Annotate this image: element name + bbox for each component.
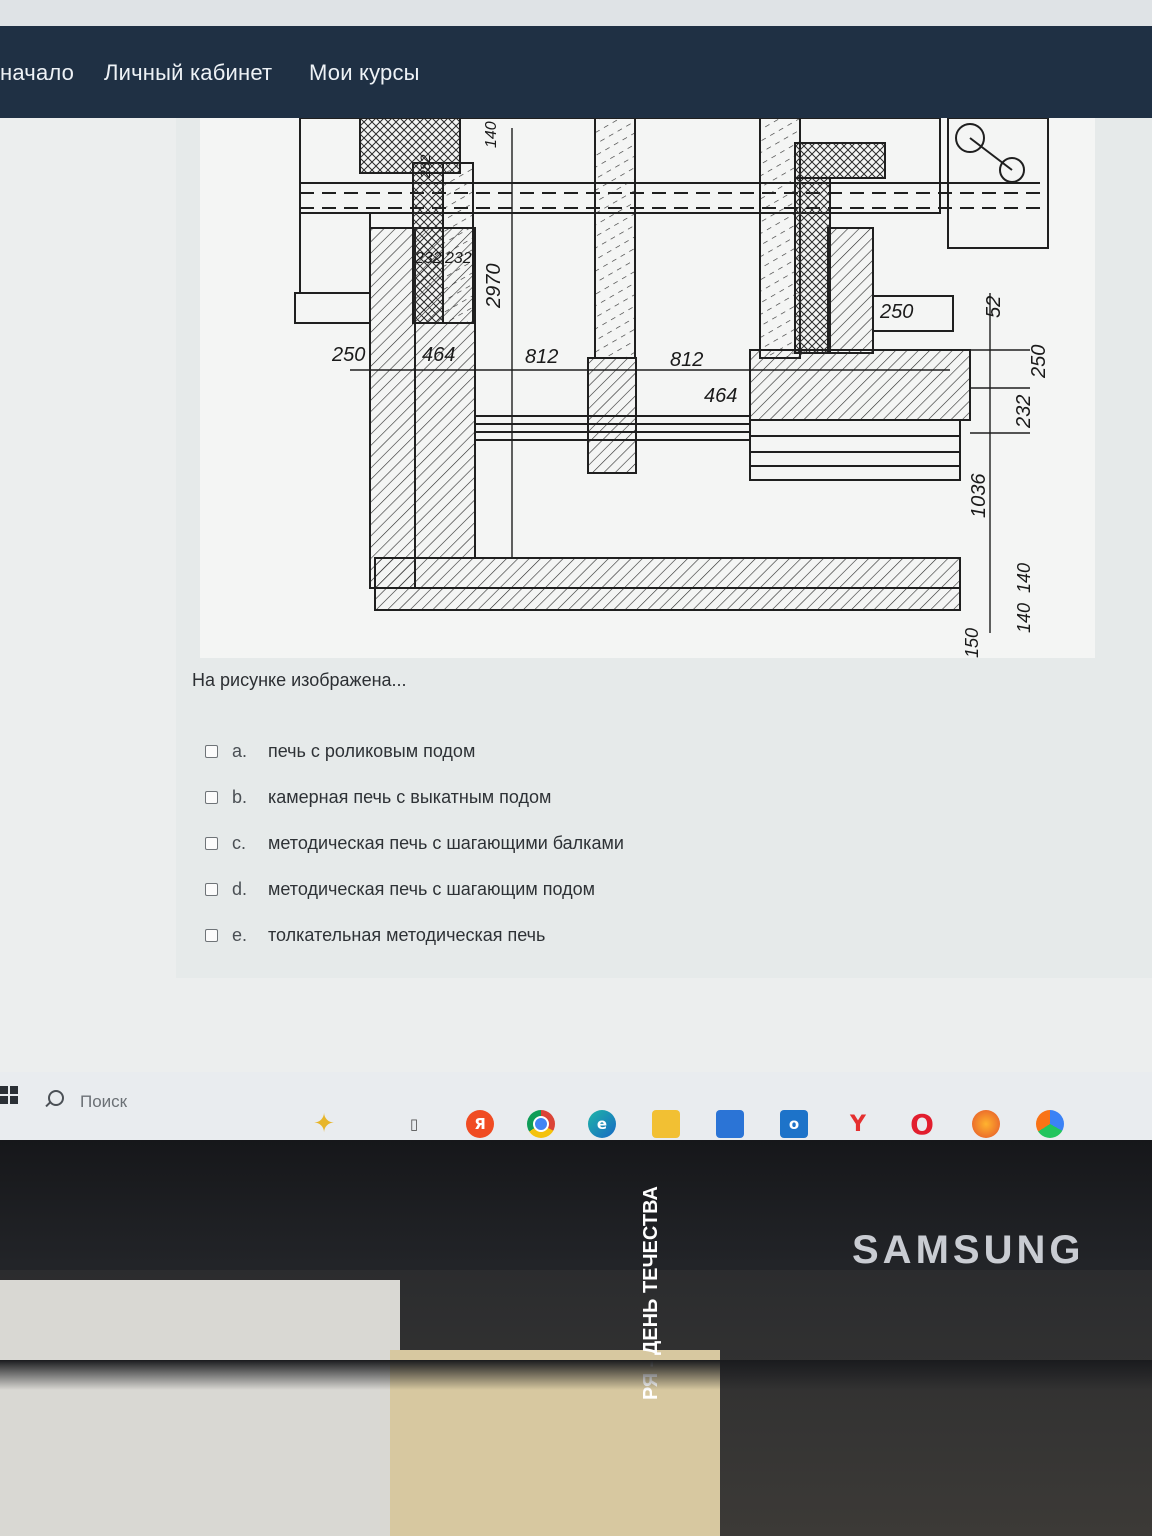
dim-label: 52 [983, 296, 1005, 318]
answer-option-a[interactable]: a. печь с роликовым подом [205, 738, 475, 764]
opera-icon[interactable]: O [910, 1107, 934, 1141]
answer-checkbox[interactable] [205, 882, 218, 896]
dim-label: 150 [962, 628, 982, 658]
dim-label: 140 [1014, 603, 1034, 633]
dim-label: 140 [483, 121, 500, 148]
nav-link-my-courses[interactable]: Мои курсы [309, 60, 420, 85]
dim-label: 812 [670, 349, 703, 371]
dim-label: 282 [417, 154, 433, 179]
dim-label: 140 [1014, 563, 1034, 593]
dim-label: 250 [331, 344, 365, 366]
yandex-browser-icon[interactable]: Я [466, 1110, 494, 1138]
dim-label: 812 [525, 346, 558, 368]
site-navbar: начало Личный кабинет Мои курсы [0, 26, 1152, 118]
store-icon[interactable] [716, 1110, 744, 1138]
search-icon[interactable] [48, 1090, 64, 1106]
monitor-brand-logo: SAMSUNG [852, 1228, 1085, 1272]
answer-option-e[interactable]: e. толкательная методическая печь [205, 922, 545, 948]
answer-label: печь с роликовым подом [268, 740, 476, 761]
dim-label: 464 [704, 385, 737, 407]
answer-letter: b. [232, 786, 248, 807]
copilot-icon[interactable]: ✦ [313, 1109, 335, 1139]
windows-start-icon[interactable] [0, 1086, 18, 1104]
answer-letter: e. [232, 924, 248, 945]
nav-link-dashboard[interactable]: Личный кабинет [104, 60, 273, 85]
dim-label: 250 [1028, 345, 1050, 379]
answer-letter: a. [232, 740, 248, 761]
question-text: На рисунке изображена... [192, 670, 407, 690]
dim-label: 232 [1013, 395, 1035, 429]
answer-label: толкательная методическая печь [268, 924, 546, 945]
dim-label: 250 [879, 301, 913, 323]
windows-taskbar: Поиск ✦ ▯ Я e o Y O [0, 1072, 1152, 1140]
dim-label: 1036 [968, 473, 990, 518]
outlook-icon[interactable]: o [780, 1110, 808, 1138]
browser-tab-strip [0, 0, 1152, 26]
file-explorer-icon[interactable] [652, 1110, 680, 1138]
answer-label: методическая печь с шагающими балками [268, 832, 624, 853]
answer-checkbox[interactable] [205, 836, 218, 850]
answer-letter: d. [232, 878, 248, 899]
answer-label: камерная печь с выкатным подом [268, 786, 552, 807]
dim-label: 2970 [483, 264, 505, 310]
answer-option-c[interactable]: c. методическая печь с шагающими балками [205, 830, 624, 856]
furnace-drawing: 250 464 812 812 464 250 232 232 2970 140… [200, 118, 1095, 658]
edge-icon[interactable]: e [588, 1110, 616, 1138]
answer-letter: c. [232, 832, 247, 853]
monitor-screen: начало Личный кабинет Мои курсы [0, 0, 1152, 1140]
firefox-icon[interactable] [972, 1110, 1000, 1138]
answer-checkbox[interactable] [205, 790, 218, 804]
answer-checkbox[interactable] [205, 744, 218, 758]
desk-surface [0, 1280, 400, 1536]
chromium-icon[interactable] [1036, 1110, 1064, 1138]
yandex-icon[interactable]: Y [850, 1111, 866, 1137]
taskbar-search[interactable]: Поиск [80, 1092, 128, 1111]
dim-label: 464 [422, 344, 455, 366]
answer-checkbox[interactable] [205, 928, 218, 942]
answer-option-b[interactable]: b. камерная печь с выкатным подом [205, 784, 551, 810]
monitor-shadow [0, 1360, 1152, 1390]
answer-option-d[interactable]: d. методическая печь с шагающим подом [205, 876, 595, 902]
task-view-icon[interactable]: ▯ [409, 1115, 419, 1133]
dim-label: 232 [444, 250, 472, 267]
answer-label: методическая печь с шагающим подом [268, 878, 595, 899]
chrome-icon[interactable] [527, 1110, 555, 1138]
nav-link-home[interactable]: начало [0, 60, 75, 85]
dim-label: 232 [414, 250, 442, 267]
furnace-drawing-svg: 250 464 812 812 464 250 232 232 2970 140… [294, 118, 1050, 658]
